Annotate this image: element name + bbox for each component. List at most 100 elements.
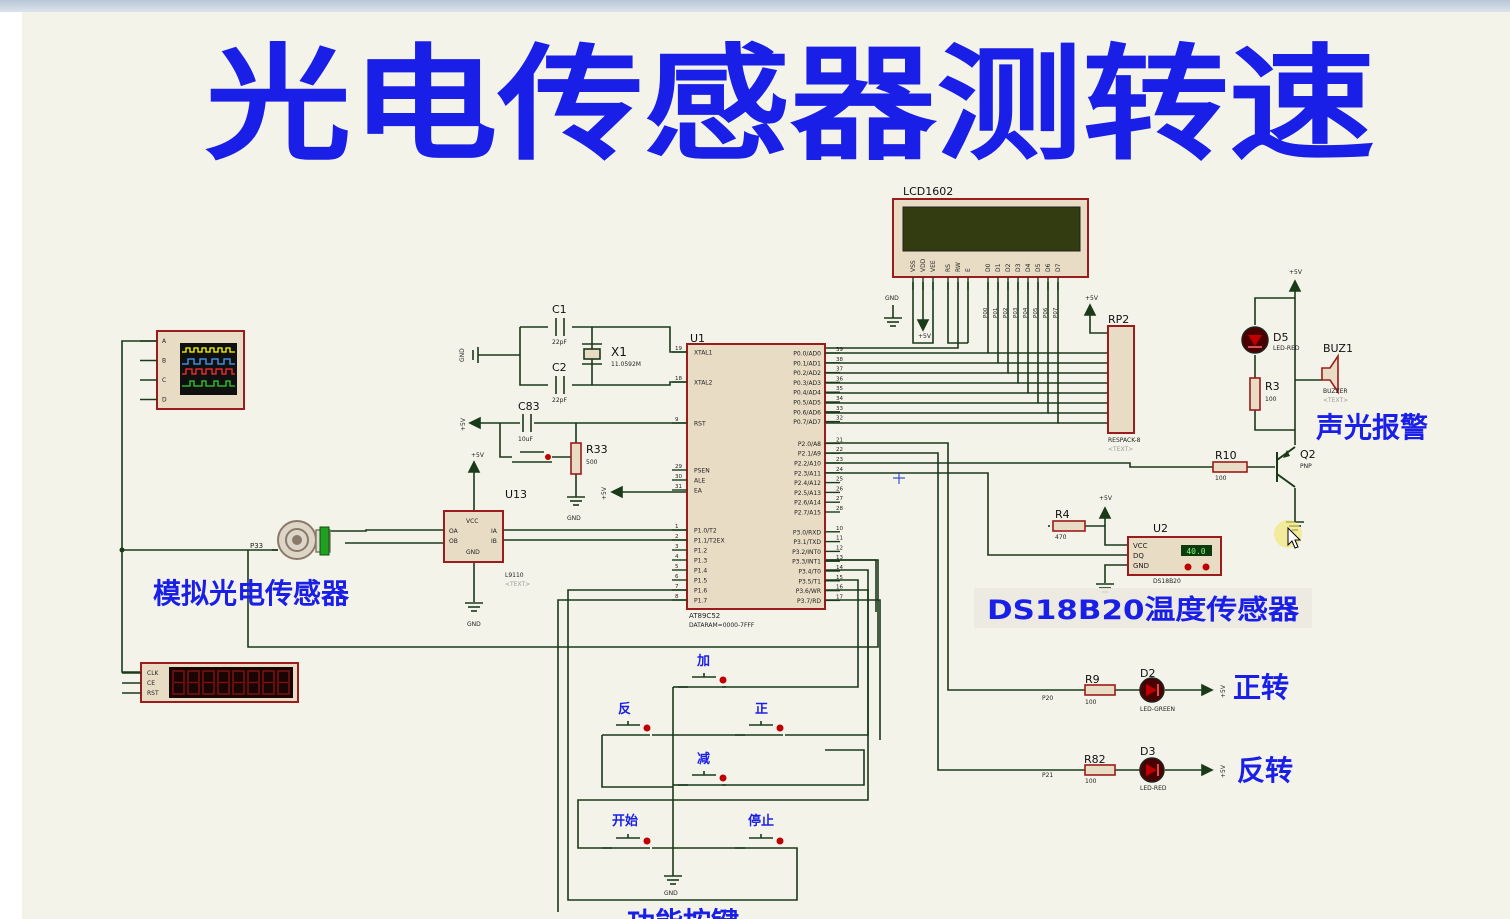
u1-microcontroller[interactable]: U1 AT89C52 DATARAM=0000-7FFF XTAL119XTAL…	[672, 332, 843, 629]
start-button[interactable]	[602, 834, 651, 849]
u1-pin-name: P2.7/A15	[794, 510, 821, 517]
gnd-symbol-2	[567, 496, 585, 506]
d2-led[interactable]	[1139, 677, 1165, 703]
u1-pin-name: P3.7/RD	[797, 598, 821, 605]
u1-ref: U1	[690, 332, 705, 345]
u1-pin-number: 11	[836, 536, 843, 542]
c1-capacitor[interactable]	[555, 318, 565, 336]
gnd-label-lcd: GND	[885, 295, 899, 302]
r4-resistor[interactable]	[1052, 520, 1086, 532]
u13-ref: U13	[505, 488, 527, 501]
x1-crystal[interactable]	[582, 343, 602, 365]
lcd-net-label: P00	[983, 307, 989, 318]
u1-pin-number: 15	[836, 575, 843, 581]
r3-resistor[interactable]	[1249, 377, 1261, 411]
u13-pin-gnd: GND	[466, 549, 480, 556]
lcd-pin-name: D7	[1055, 263, 1062, 272]
gnd-label-r: GND	[567, 515, 581, 522]
segment-digit	[217, 670, 230, 695]
u1-pin-number: 6	[675, 574, 679, 580]
segment-pin-label: CLK	[147, 670, 160, 677]
r82-resistor[interactable]	[1084, 764, 1116, 776]
u1-pin-number: 12	[836, 545, 843, 551]
stop-button[interactable]	[735, 834, 784, 849]
fwd-button[interactable]	[735, 721, 784, 736]
u1-pin-number: 1	[675, 524, 679, 530]
d2-part: LED-GREEN	[1140, 706, 1175, 713]
u2-ref: U2	[1153, 522, 1168, 535]
c2-ref: C2	[552, 361, 567, 374]
u1-pin-name: XTAL1	[694, 350, 713, 357]
u1-pin-name: P0.6/AD6	[793, 409, 821, 416]
u13-pin-ib: IB	[491, 538, 497, 545]
r10-resistor[interactable]	[1212, 461, 1248, 473]
u2-pin-vcc: VCC	[1133, 542, 1148, 550]
d3-led[interactable]	[1139, 757, 1165, 783]
sub-button[interactable]	[678, 771, 727, 786]
u1-pin-number: 14	[836, 565, 843, 571]
u1-pin-name: P3.3/INT1	[792, 559, 821, 566]
rp2-text: <TEXT>	[1108, 446, 1133, 453]
u1-pin-name: P1.3	[694, 558, 707, 565]
vcc-arrow-6	[1288, 279, 1302, 292]
forward-label: 正转	[1233, 671, 1289, 704]
u13-pin-ia: IA	[491, 528, 498, 535]
u1-pin-number: 21	[836, 437, 843, 443]
u1-pin-number: 24	[836, 467, 843, 473]
d3-part: LED-RED	[1140, 785, 1167, 792]
add-button[interactable]	[678, 673, 727, 688]
d5-part: LED-RED	[1273, 345, 1300, 352]
c83-capacitor[interactable]	[522, 414, 532, 432]
vcc-arrow-1	[468, 416, 481, 430]
gnd-label-u13: GND	[467, 621, 481, 628]
motor-encoder[interactable]	[119, 520, 331, 560]
button-indicator	[643, 837, 651, 845]
q2-transistor[interactable]	[1276, 446, 1296, 488]
r33-resistor[interactable]	[570, 442, 582, 475]
reset-button[interactable]	[512, 451, 552, 463]
func-keys-label: 功能按键	[627, 906, 739, 919]
vcc-arrow-9	[1201, 763, 1214, 777]
buz1-text: <TEXT>	[1323, 397, 1348, 404]
u1-pin-number: 38	[836, 357, 843, 363]
segment-digit	[202, 670, 215, 695]
vcc-arrow-4	[916, 319, 930, 332]
c2-capacitor[interactable]	[555, 376, 565, 394]
r10-ref: R10	[1215, 449, 1237, 462]
buzzer[interactable]	[1321, 353, 1339, 395]
r9-resistor[interactable]	[1084, 684, 1116, 696]
u1-pin-name: P2.5/A13	[794, 490, 821, 497]
u1-pin-number: 2	[675, 534, 679, 540]
u1-pin-name: P0.7/AD7	[793, 419, 821, 426]
r9-ref: R9	[1085, 673, 1100, 686]
u13-driver[interactable]: U13 L9110 <TEXT> VCC OA OB GND IA IB GND…	[443, 452, 530, 628]
u1-pin-number: 26	[836, 486, 843, 492]
vcc-label-rp2: +5V	[1085, 295, 1099, 302]
ds18b20-label-box: DS18B20温度传感器	[974, 588, 1312, 628]
u1-pin-number: 32	[836, 416, 843, 422]
buz1-ref: BUZ1	[1323, 342, 1353, 355]
lcd-ref: LCD1602	[903, 185, 953, 198]
segment-digit	[232, 670, 245, 695]
rev-button[interactable]	[602, 721, 651, 736]
u13-text: <TEXT>	[505, 581, 530, 588]
vcc-label-r4: +5V	[1099, 495, 1113, 502]
u1-pin-number: 29	[675, 464, 682, 470]
d2-ref: D2	[1140, 667, 1155, 680]
u1-pin-name: P2.4/A12	[794, 480, 821, 487]
u1-pin-name: P3.6/WR	[796, 588, 821, 595]
lcd-pin-name: D3	[1015, 263, 1022, 272]
ds18b20-sensor[interactable]: 40.0 VCC DQ GND	[1127, 536, 1222, 576]
r82-ref: R82	[1084, 753, 1106, 766]
q2-part: PNP	[1300, 463, 1312, 470]
d5-led[interactable]	[1241, 326, 1269, 354]
c83-value: 10uF	[518, 436, 533, 443]
u1-pin-name: P0.3/AD3	[793, 380, 821, 387]
function-buttons	[602, 673, 784, 849]
u1-pin-name: P3.1/TXD	[793, 539, 821, 546]
rp2-resistor-pack[interactable]: RP2 RESPACK-8 <TEXT> +5V	[1085, 295, 1141, 453]
